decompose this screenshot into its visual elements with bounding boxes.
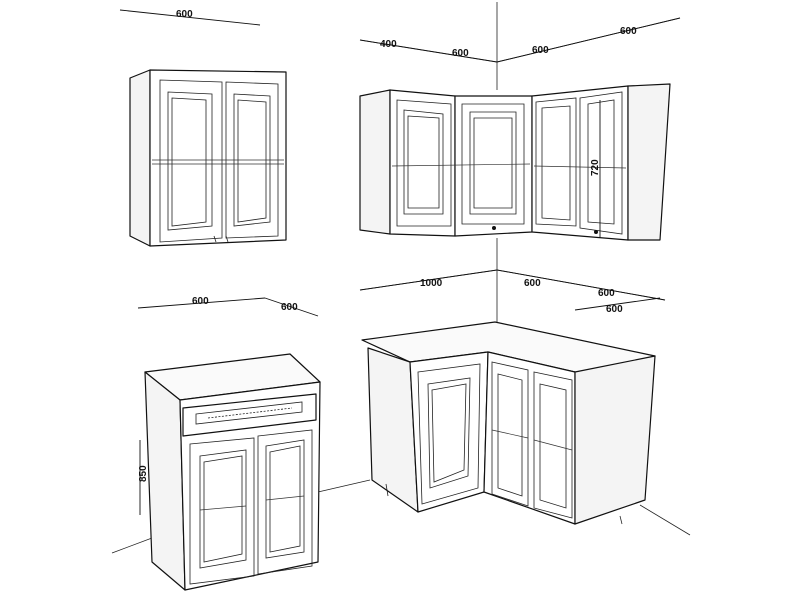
dim-upper-height: 720 bbox=[590, 159, 601, 176]
dim-lower-corner-right-width: 600 bbox=[524, 278, 541, 289]
dim-upper-corner-right-width: 600 bbox=[532, 45, 549, 56]
dim-upper-corner-left-depth: 400 bbox=[380, 39, 397, 50]
dim-lower-height: 850 bbox=[138, 465, 149, 482]
dim-upper-left-width: 600 bbox=[176, 9, 193, 20]
lower-left-base-cabinet bbox=[144, 353, 321, 591]
dim-upper-corner-left-width: 600 bbox=[452, 48, 469, 59]
dim-upper-corner-right-depth: 600 bbox=[620, 26, 637, 37]
dim-lower-left-width: 600 bbox=[192, 296, 209, 307]
dim-lower-corner-right-depth-a: 600 bbox=[598, 288, 615, 299]
dimension-lines bbox=[119, 9, 681, 515]
upper-corner-cabinet bbox=[359, 83, 671, 241]
dim-lower-left-depth: 600 bbox=[281, 302, 298, 313]
upper-left-cabinet bbox=[129, 69, 287, 247]
dim-lower-corner-left-width: 1000 bbox=[420, 278, 443, 289]
dim-lower-corner-right-depth-b: 600 bbox=[606, 304, 623, 315]
lower-corner-base-cabinet bbox=[361, 321, 656, 525]
